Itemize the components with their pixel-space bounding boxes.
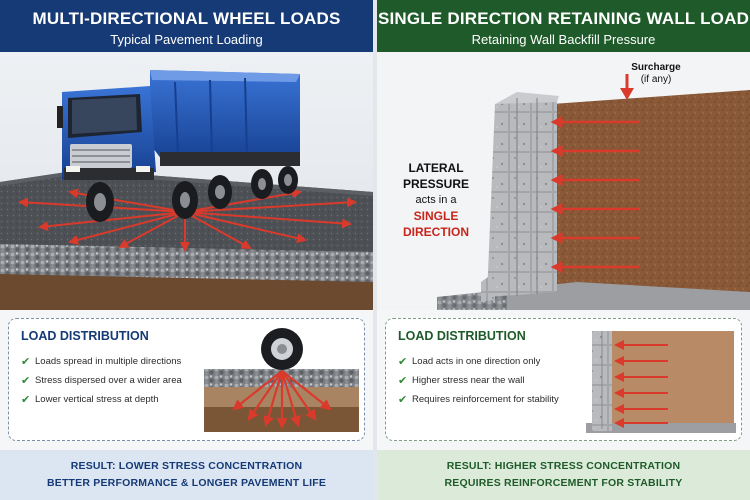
wall-pressure-illustration: [586, 331, 736, 433]
left-box-title: LOAD DISTRIBUTION: [21, 329, 149, 343]
left-result-line1: RESULT: LOWER STRESS CONCENTRATION: [70, 460, 303, 472]
right-result-banner: RESULT: HIGHER STRESS CONCENTRATION REQU…: [377, 450, 750, 500]
right-subtitle: Retaining Wall Backfill Pressure: [471, 32, 656, 47]
down-arrow-icon: [620, 74, 634, 100]
left-subtitle: Typical Pavement Loading: [110, 32, 263, 47]
right-result-line1: RESULT: HIGHER STRESS CONCENTRATION: [446, 460, 681, 472]
list-item: ✔Load acts in one direction only: [398, 356, 541, 368]
single-direction-arrows: [550, 116, 639, 273]
list-item: ✔Higher stress near the wall: [398, 375, 525, 387]
right-info-box: LOAD DISTRIBUTION ✔Load acts in one dire…: [385, 318, 742, 441]
left-title: MULTI-DIRECTIONAL WHEEL LOADS: [32, 9, 341, 28]
multi-direction-arrows: [18, 188, 357, 252]
check-icon: ✔: [21, 375, 31, 387]
right-bullet-list: ✔Load acts in one direction only ✔Higher…: [398, 352, 559, 409]
check-icon: ✔: [398, 375, 408, 387]
tire-pressure-illustration: [204, 328, 359, 432]
retaining-wall: [481, 92, 559, 302]
right-result-line2: REQUIRES REINFORCEMENT FOR STABILITY: [444, 477, 683, 489]
panel-divider: [373, 0, 377, 500]
tire-icon: [261, 328, 303, 370]
left-panel: MULTI-DIRECTIONAL WHEEL LOADS Typical Pa…: [0, 0, 373, 500]
list-item: ✔Lower vertical stress at depth: [21, 394, 159, 406]
check-icon: ✔: [21, 394, 31, 406]
list-item: ✔Requires reinforcement for stability: [398, 394, 559, 406]
pavement-scene: [0, 52, 373, 310]
list-item: ✔Stress dispersed over a wider area: [21, 375, 182, 387]
right-title: SINGLE DIRECTION RETAINING WALL LOAD: [377, 9, 750, 28]
truck-icon: [57, 70, 300, 222]
left-info-box: LOAD DISTRIBUTION ✔Loads spread in multi…: [8, 318, 365, 441]
right-header: SINGLE DIRECTION RETAINING WALL LOAD Ret…: [377, 0, 750, 52]
list-item: ✔Loads spread in multiple directions: [21, 356, 182, 368]
check-icon: ✔: [398, 356, 408, 368]
surcharge-label: Surcharge (if any): [631, 62, 681, 85]
left-bullet-list: ✔Loads spread in multiple directions ✔St…: [21, 352, 182, 409]
right-box-title: LOAD DISTRIBUTION: [398, 329, 526, 343]
lateral-pressure-label: LATERAL PRESSURE acts in a SINGLE DIRECT…: [402, 161, 470, 239]
right-panel: SINGLE DIRECTION RETAINING WALL LOAD Ret…: [377, 0, 750, 500]
left-header: MULTI-DIRECTIONAL WHEEL LOADS Typical Pa…: [0, 0, 373, 52]
check-icon: ✔: [398, 394, 408, 406]
check-icon: ✔: [21, 356, 31, 368]
retaining-wall-scene: [377, 52, 750, 310]
left-result-banner: RESULT: LOWER STRESS CONCENTRATION BETTE…: [0, 450, 373, 500]
left-result-line2: BETTER PERFORMANCE & LONGER PAVEMENT LIF…: [46, 477, 327, 489]
